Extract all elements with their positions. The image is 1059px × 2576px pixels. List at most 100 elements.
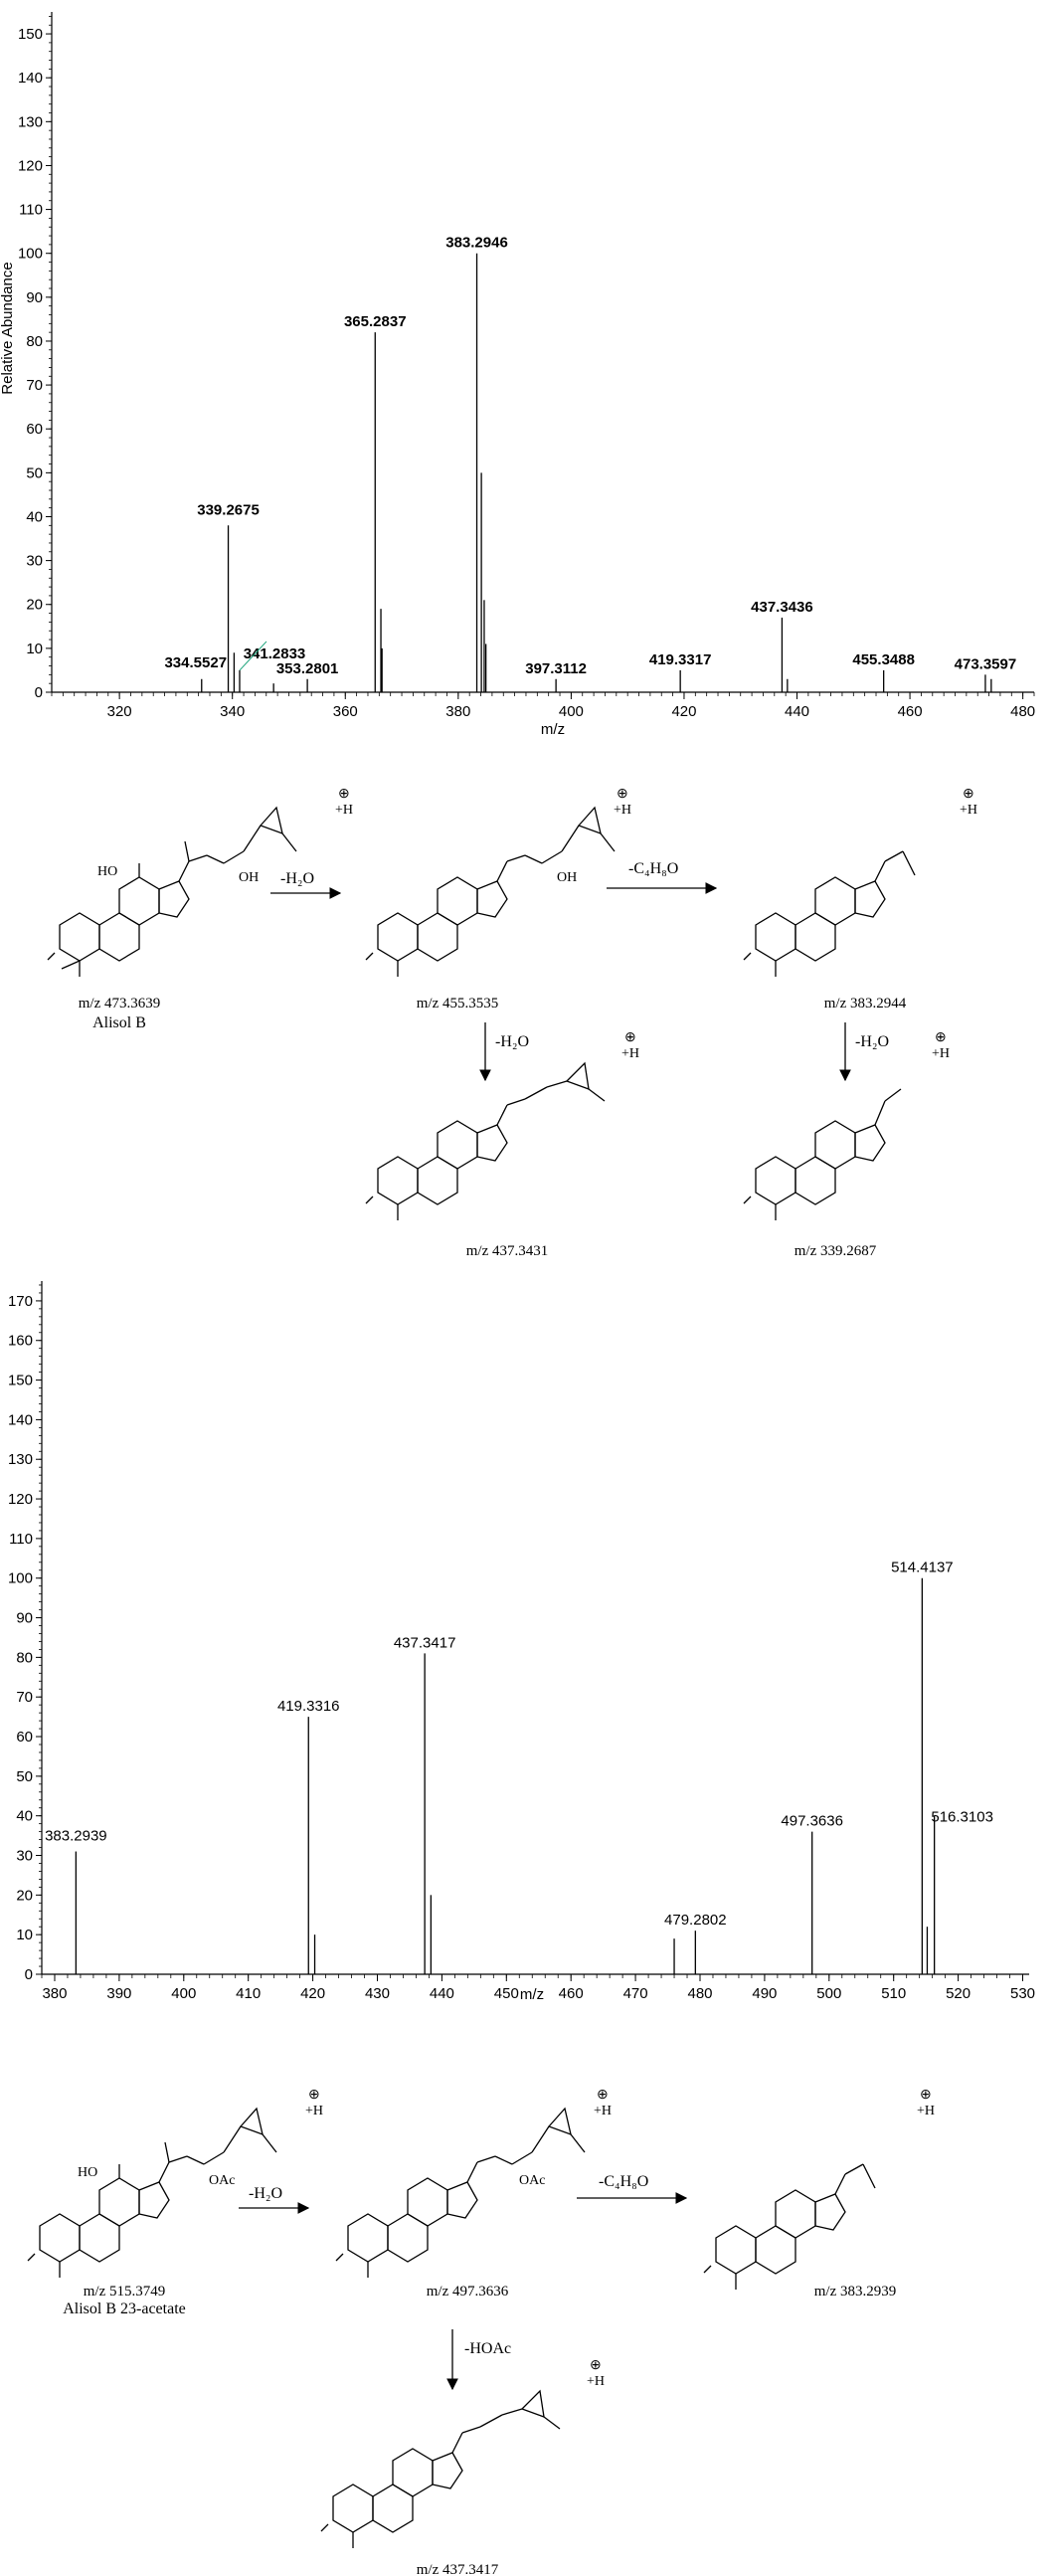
peak-label: 339.2675 — [197, 501, 260, 518]
charge-icon: ⊕ — [597, 2088, 609, 2103]
y-tick-label: 10 — [26, 641, 43, 657]
hplus-label: +H — [614, 803, 631, 818]
x-tick-label: 510 — [881, 1985, 906, 2002]
y-tick-label: 80 — [16, 1649, 33, 1666]
x-tick-label: 470 — [623, 1985, 648, 2002]
x-tick-label: 420 — [671, 703, 696, 720]
y-tick-label: 120 — [18, 157, 43, 174]
c1-name: Alisol B — [92, 1014, 146, 1031]
x-tick-label: 440 — [785, 703, 809, 720]
c3-mz: m/z 383.2944 — [824, 996, 907, 1012]
y-tick-label: 90 — [26, 289, 43, 306]
arrow-3-label: -H₂O — [495, 1033, 529, 1050]
x-tick-label: 450 — [494, 1985, 519, 2002]
hplus-label: +H — [587, 2374, 605, 2389]
y-tick-label: 80 — [26, 333, 43, 350]
spectrum-1: Relative Abundance m/z 01020304050607080… — [0, 12, 1035, 738]
x-tick-label: 430 — [365, 1985, 390, 2002]
structure-c2: OAc ⊕ +H m/z 497.3636 — [335, 2088, 612, 2300]
y-tick-label: 30 — [16, 1848, 33, 1865]
y-tick-label: 120 — [8, 1491, 33, 1508]
x-tick-label: 340 — [220, 703, 245, 720]
charge-icon: ⊕ — [338, 787, 350, 802]
arrow-2-label: -C₄H₈O — [599, 2173, 648, 2190]
peak-label: 479.2802 — [664, 1912, 727, 1929]
peak-label: 353.2801 — [276, 660, 339, 677]
peak-label: 397.3112 — [525, 660, 587, 677]
x-tick-label: 380 — [42, 1985, 67, 2002]
structure-c4: ⊕ +H m/z 437.3431 — [365, 1030, 639, 1259]
y-tick-label: 50 — [26, 464, 43, 481]
ho-group: HO — [97, 864, 117, 879]
y-tick-label: 10 — [16, 1927, 33, 1943]
ho-group: HO — [78, 2165, 97, 2180]
y-tick-label: 20 — [26, 597, 43, 614]
x-tick-label: 380 — [445, 703, 470, 720]
peak-label: 437.3436 — [751, 599, 813, 616]
y-tick-label: 30 — [26, 553, 43, 570]
peak-label: 516.3103 — [931, 1809, 993, 1826]
x-tick-label: 490 — [752, 1985, 777, 2002]
y-tick-label: 70 — [26, 377, 43, 394]
y-tick-label: 20 — [16, 1887, 33, 1904]
y-tick-label: 150 — [18, 26, 43, 43]
c1-mz: m/z 473.3639 — [79, 996, 161, 1012]
y-tick-label: 150 — [8, 1373, 33, 1389]
y-tick-label: 60 — [16, 1729, 33, 1746]
spectrum-2: m/z 010203040506070809010011012013014015… — [8, 1281, 1035, 2003]
y-tick-label: 110 — [9, 1531, 33, 1548]
y-tick-label: 0 — [25, 1966, 33, 1983]
y-tick-label: 140 — [18, 70, 43, 87]
peak-label: 455.3488 — [852, 651, 915, 668]
oh-group: OH — [239, 870, 259, 885]
peak-label: 473.3597 — [955, 655, 1017, 672]
c4-mz: m/z 437.3431 — [466, 1243, 549, 1259]
structure-c5: ⊕ +H m/z 339.2687 — [743, 1030, 950, 1259]
c3-mz: m/z 383.2939 — [814, 2284, 897, 2300]
structure-alisol-b: HO OH ⊕ +H m/z 473.3639 Alisol B — [47, 787, 353, 1031]
hplus-label: +H — [932, 1046, 950, 1061]
arrow-3-label: -HOAc — [464, 2340, 511, 2357]
x-tick-label: 440 — [430, 1985, 454, 2002]
peak-label: 419.3317 — [649, 651, 712, 668]
x-tick-label: 400 — [171, 1985, 196, 2002]
c2-mz: m/z 497.3636 — [427, 2284, 509, 2300]
structure-c2: OH ⊕ +H m/z 455.3535 — [365, 787, 631, 1012]
hplus-label: +H — [917, 2104, 935, 2118]
structure-c4: ⊕ +H m/z 437.3417 — [320, 2358, 605, 2576]
x-tick-label: 480 — [687, 1985, 712, 2002]
arrow-1-label: -H₂O — [280, 870, 314, 887]
charge-icon: ⊕ — [308, 2088, 320, 2103]
hplus-label: +H — [960, 803, 977, 818]
charge-icon: ⊕ — [935, 1030, 947, 1045]
peak-label: 383.2946 — [445, 235, 508, 252]
x-tick-label: 500 — [816, 1985, 841, 2002]
y-tick-label: 110 — [19, 202, 43, 219]
fragmentation-scheme-1: HO OH ⊕ +H m/z 473.3639 Alisol B -H₂O OH… — [47, 787, 977, 1259]
y-tick-label: 40 — [16, 1808, 33, 1825]
oh-group: OH — [557, 870, 577, 885]
hplus-label: +H — [594, 2104, 612, 2118]
y-axis-title: Relative Abundance — [0, 262, 16, 394]
y-tick-label: 130 — [18, 113, 43, 130]
arrow-2-label: -C₄H₈O — [628, 860, 678, 877]
x-tick-label: 480 — [1010, 703, 1035, 720]
hplus-label: +H — [335, 803, 353, 818]
c4-mz: m/z 437.3417 — [417, 2562, 499, 2576]
charge-icon: ⊕ — [624, 1030, 636, 1045]
x-tick-label: 400 — [559, 703, 584, 720]
x-tick-label: 420 — [300, 1985, 325, 2002]
leader-line — [239, 641, 267, 671]
y-tick-label: 60 — [26, 421, 43, 438]
y-tick-label: 130 — [8, 1451, 33, 1468]
peak-label: 365.2837 — [344, 313, 407, 330]
hplus-label: +H — [305, 2104, 323, 2118]
peak-label: 497.3636 — [781, 1813, 843, 1830]
oac-group: OAc — [519, 2173, 545, 2188]
c1-name: Alisol B 23-acetate — [63, 2300, 186, 2317]
x-tick-label: 520 — [946, 1985, 971, 2002]
y-tick-label: 90 — [16, 1610, 33, 1627]
structure-c3: ⊕ +H m/z 383.2939 — [703, 2088, 935, 2300]
arrow-1-label: -H₂O — [249, 2185, 282, 2202]
y-tick-label: 70 — [16, 1689, 33, 1706]
